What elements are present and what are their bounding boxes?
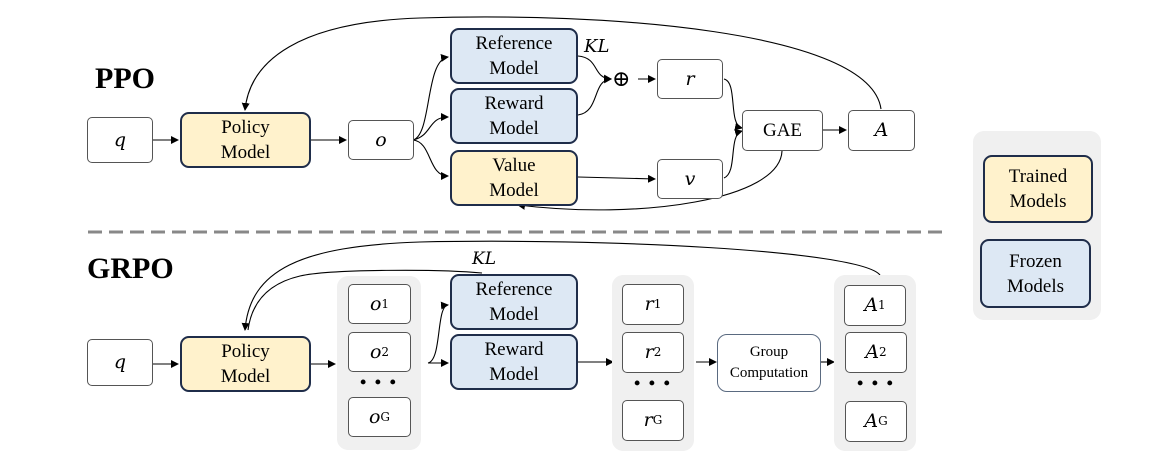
outputs-ellipsis: • • • <box>360 372 398 392</box>
group-computation-box: Group Computation <box>717 334 821 392</box>
gae-box: GAE <box>742 110 823 151</box>
arrow-o-to-value <box>412 139 449 180</box>
arrow-reference-kl-to-policy <box>247 269 483 331</box>
arrow-outputs-to-reference <box>427 301 449 364</box>
grpo-reward-model: Reward Model <box>450 334 578 390</box>
arrow-gae-to-value <box>517 150 783 211</box>
grpo-q-box: q <box>87 339 153 386</box>
ppo-reference-model: Reference Model <box>450 28 578 84</box>
grpo-kl-label: KL <box>472 249 496 269</box>
arrow-v-to-gae <box>723 129 743 179</box>
arrow-o-to-reward <box>412 113 449 141</box>
q-label: q <box>113 128 127 151</box>
ppo-kl-label: KL <box>584 36 610 57</box>
arrow-r-to-gae <box>723 78 743 131</box>
arrow-value-to-v <box>577 174 656 183</box>
grpo-policy-model: Policy Model <box>180 336 311 392</box>
legend-frozen-models: Frozen Models <box>980 239 1091 308</box>
rewards-ellipsis: • • • <box>634 373 672 393</box>
grpo-title: GRPO <box>87 252 174 285</box>
ppo-o-box: o <box>348 120 414 160</box>
arrow-reference-to-plus <box>577 55 612 83</box>
arrow-a-to-policy <box>241 16 882 111</box>
ppo-a-box: A <box>848 110 915 151</box>
grpo-reference-model: Reference Model <box>450 274 578 330</box>
arrow-reward-to-plus <box>577 75 612 116</box>
ppo-policy-model: Policy Model <box>180 112 311 168</box>
plus-icon: ⊕ <box>612 66 631 91</box>
advantages-ellipsis: • • • <box>857 373 895 393</box>
ppo-title: PPO <box>95 62 155 95</box>
ppo-q-box: q <box>87 117 153 163</box>
arrow-o-to-reference <box>412 53 449 141</box>
ppo-value-model: Value Model <box>450 150 578 206</box>
ppo-v-box: v <box>657 159 723 199</box>
ppo-r-box: r <box>657 59 723 99</box>
ppo-reward-model: Reward Model <box>450 88 578 144</box>
legend-trained-models: Trained Models <box>983 155 1093 223</box>
arrow-advantages-to-policy <box>241 240 881 331</box>
